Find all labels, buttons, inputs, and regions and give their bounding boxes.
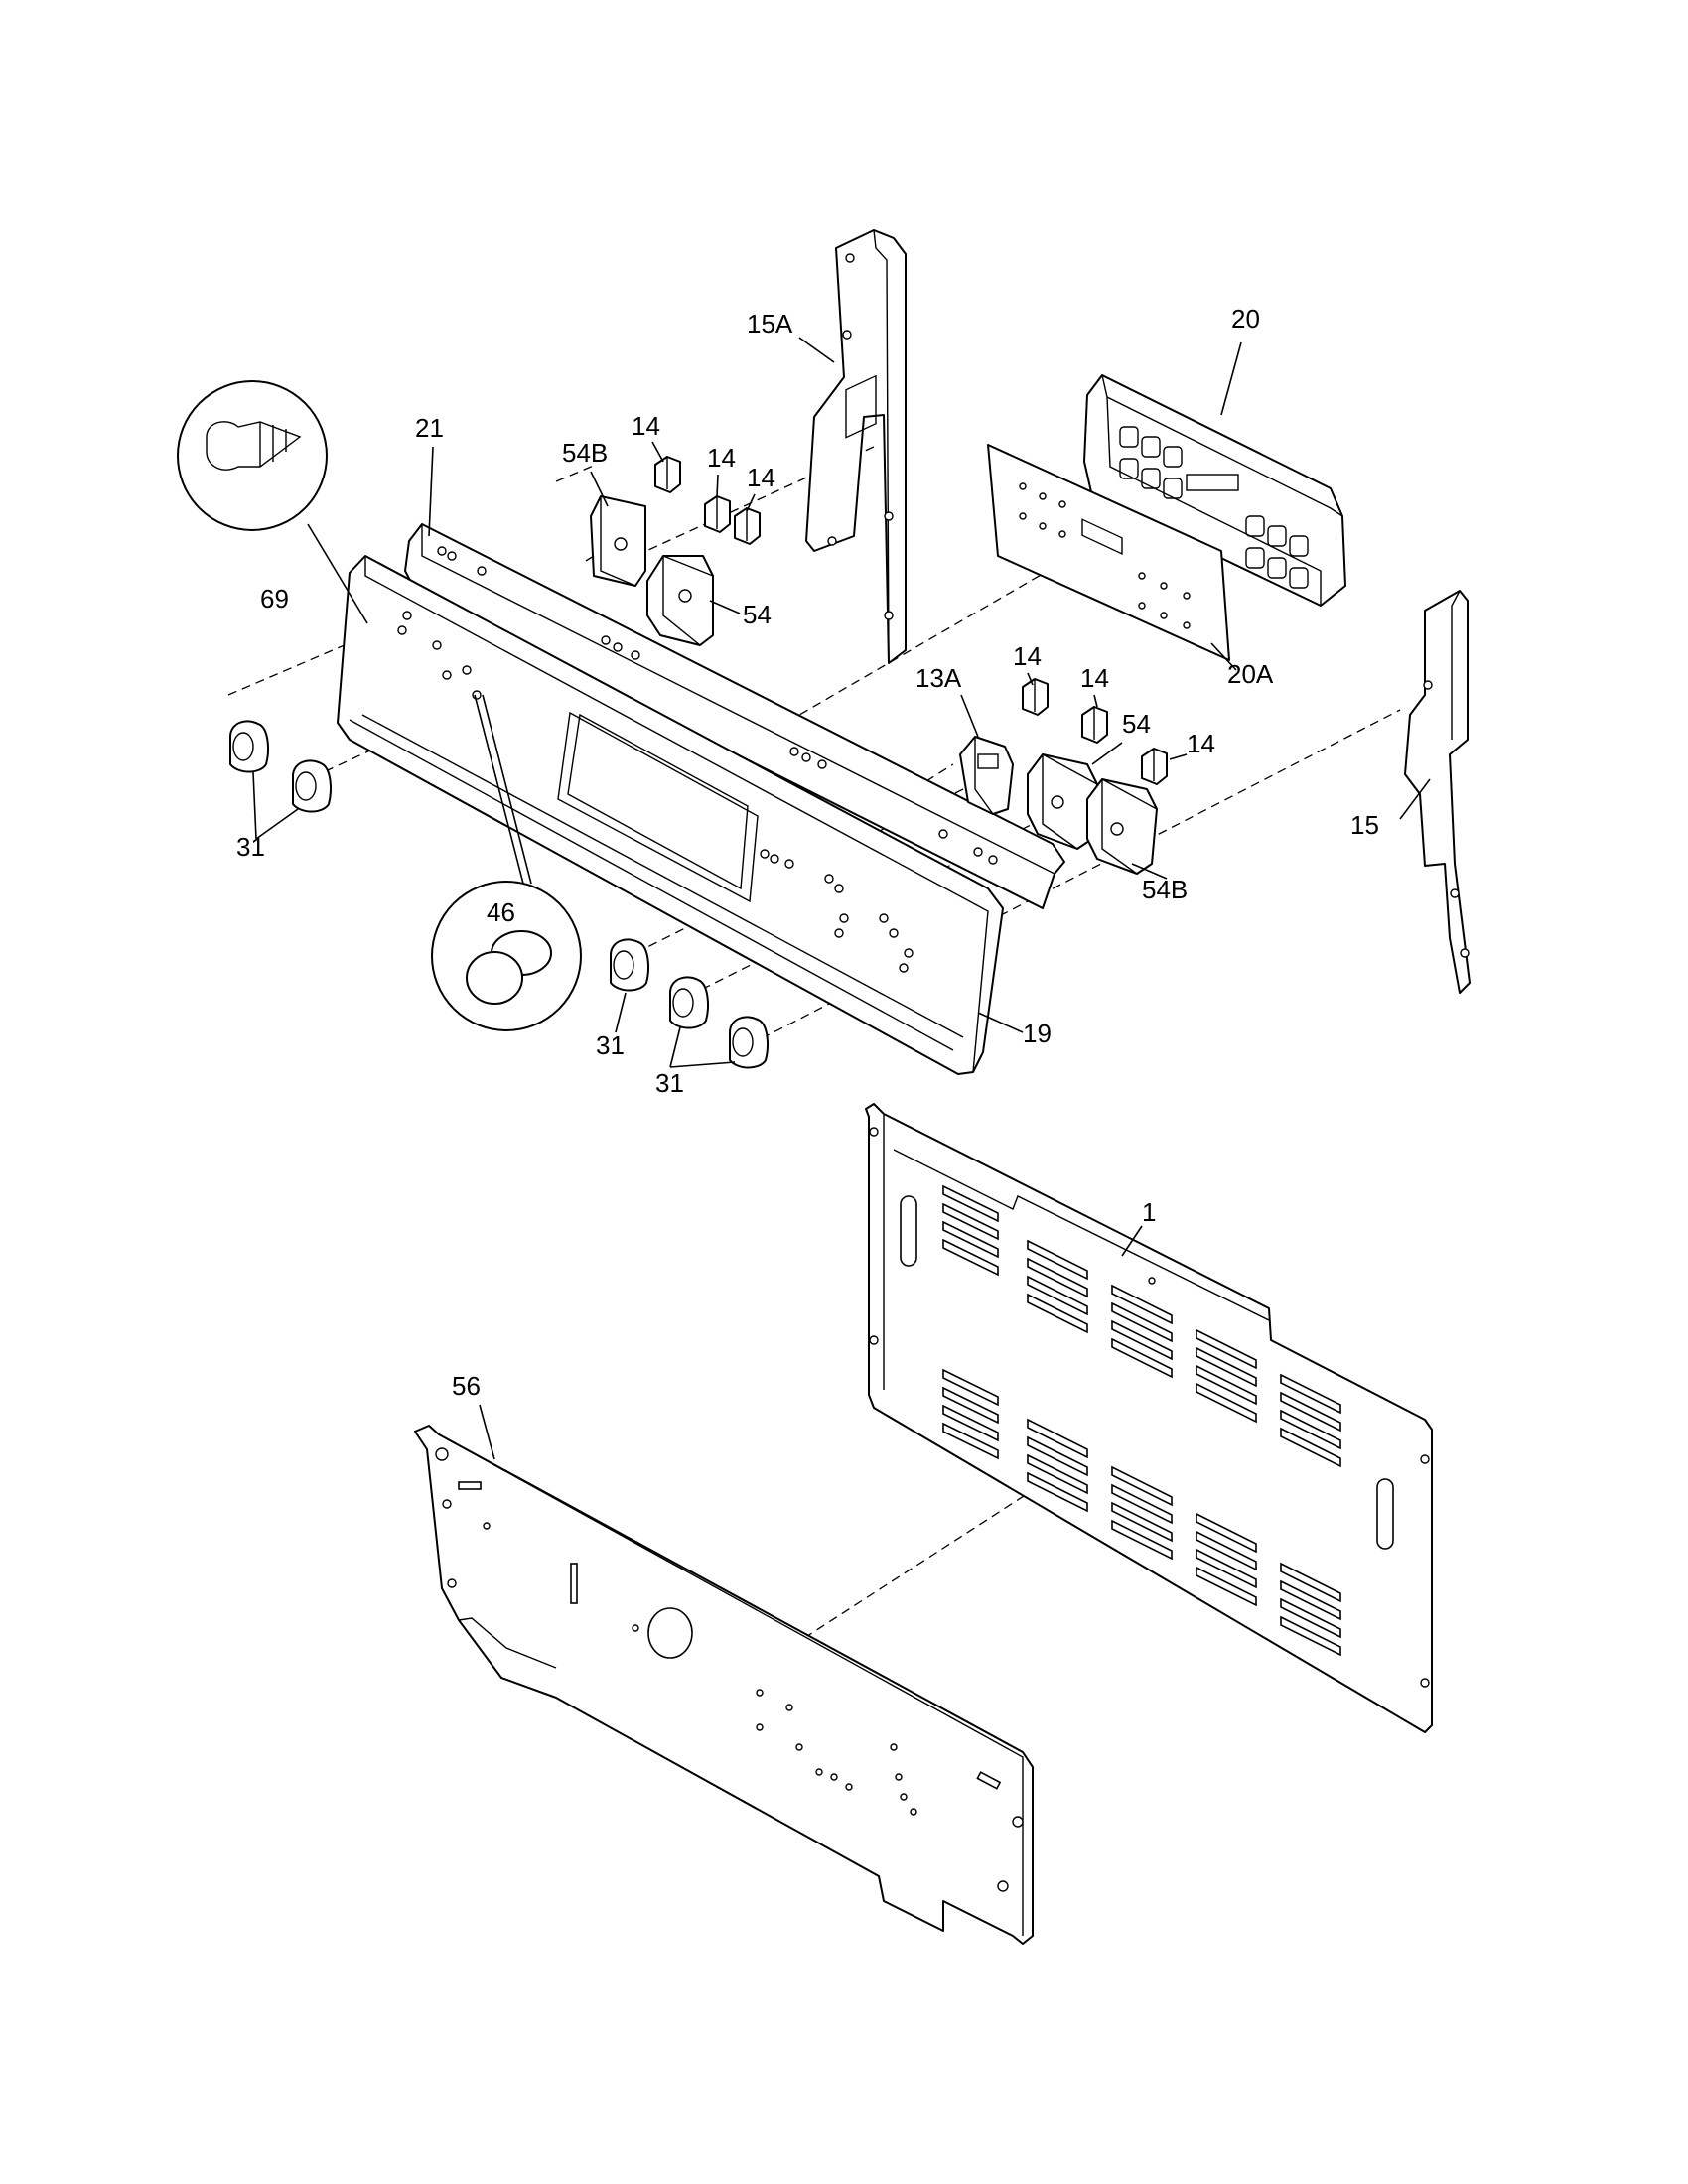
side-bracket-15 [1404, 590, 1471, 994]
relay-14-f [1141, 748, 1168, 785]
callout-14-a: 14 [632, 411, 660, 441]
callout-56: 56 [452, 1371, 481, 1401]
switch-54-upper [646, 555, 714, 646]
callout-13A: 13A [915, 663, 962, 693]
callout-14-d: 14 [1013, 641, 1042, 671]
callout-14-c: 14 [747, 463, 775, 492]
callout-15: 15 [1350, 810, 1379, 840]
relay-14-d [1022, 678, 1049, 716]
callout-54-mid: 54 [1122, 709, 1151, 739]
knob-31-a [229, 720, 269, 773]
back-panel-1 [865, 1103, 1433, 1733]
callout-31-left: 31 [236, 832, 265, 862]
lower-panel-56 [414, 1425, 1034, 1945]
callout-54B-upper: 54B [562, 438, 608, 468]
callout-54B-lower: 54B [1142, 875, 1188, 904]
side-bracket-15A [805, 229, 907, 664]
relay-14-b [704, 495, 731, 533]
louvers [942, 1184, 1341, 1657]
callout-54-upper: 54 [743, 600, 772, 629]
callout-14-b: 14 [707, 443, 736, 473]
knob-31-c [610, 938, 649, 992]
callout-31-bottom: 31 [655, 1068, 684, 1098]
relay-14-a [654, 456, 681, 493]
knob-31-b [292, 759, 332, 813]
callout-46: 46 [487, 897, 515, 927]
knob-31-d [669, 976, 709, 1029]
switch-54B-upper [585, 495, 646, 587]
leader-lines [252, 337, 1431, 1460]
callout-31-mid: 31 [596, 1030, 625, 1060]
callout-19: 19 [1023, 1019, 1052, 1048]
overlay-20A [987, 444, 1230, 661]
callout-21: 21 [415, 413, 444, 443]
relay-14-group [654, 456, 1168, 785]
callout-15A: 15A [747, 309, 793, 339]
callout-20: 20 [1231, 304, 1260, 334]
callout-1: 1 [1142, 1197, 1156, 1227]
switch-54B-lower [1086, 778, 1158, 875]
detail-69-screw [177, 380, 368, 624]
switch-13A [959, 736, 1014, 815]
relay-14-c [734, 507, 761, 545]
control-board-20 [1083, 374, 1346, 607]
relay-14-e [1081, 706, 1108, 744]
board-relays [1119, 426, 1309, 589]
callout-labels: 15A 20 21 54B 14 14 14 54 69 20A 13A 14 … [236, 304, 1379, 1401]
overlay-dots [1019, 482, 1191, 629]
knob-31-e [729, 1016, 769, 1069]
callout-20A: 20A [1227, 659, 1274, 689]
callout-69: 69 [260, 584, 289, 614]
detail-46-button [431, 694, 582, 1031]
control-panel-19 [337, 555, 1004, 1075]
callout-14-e: 14 [1080, 663, 1109, 693]
callout-14-f: 14 [1187, 729, 1215, 758]
knob-group-31 [229, 720, 769, 1069]
